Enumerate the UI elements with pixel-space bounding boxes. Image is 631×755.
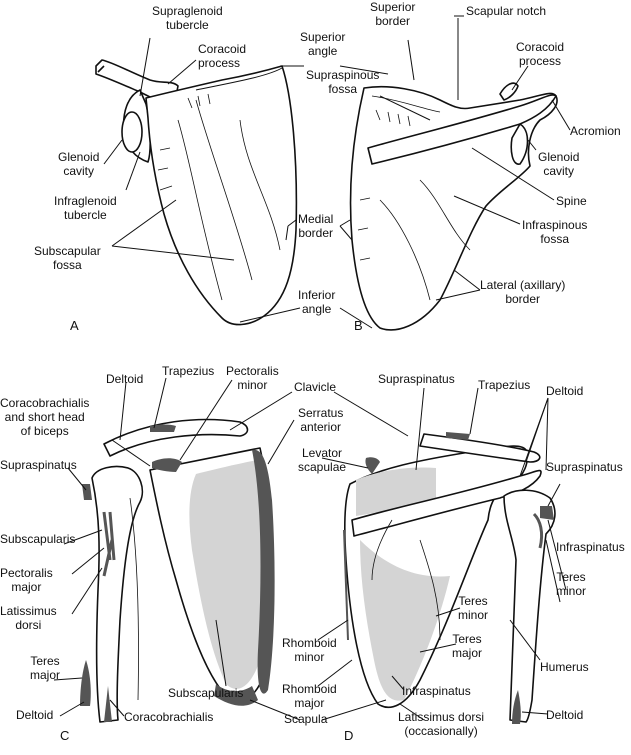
panel-label-b: B [354,318,363,333]
panel-label-d: D [344,728,354,743]
label-glenoid-cavity-a: Glenoid cavity [58,150,100,178]
label-pectoralis-minor: Pectoralis minor [226,364,279,392]
label-pectoralis-major: Pectoralis major [0,566,53,594]
label-infraglenoid-tubercle: Infraglenoid tubercle [54,194,117,222]
label-scapula: Scapula [284,712,328,726]
label-latissimus-dorsi-c: Latissimus dorsi [0,604,57,632]
label-coracoid-process-a: Coracoid process [198,42,247,70]
label-teres-minor-d-right: Teres minor [556,570,587,598]
panel-d-scapula-drawing [343,432,556,724]
label-superior-border: Superior border [370,0,416,28]
label-inferior-angle: Inferior angle [298,288,336,316]
label-infraspinatus-d: Infraspinatus [402,684,471,698]
label-coracobrachialis: Coracobrachialis [124,710,214,724]
label-coracobrachialis-short-head-biceps: Coracobrachialis and short head of bicep… [0,396,90,438]
label-superior-angle: Superior angle [300,30,346,58]
label-supraspinatus-c: Supraspinatus [0,458,77,472]
label-teres-major-c: Teres major [30,654,61,682]
label-acromion: Acromion [570,124,621,138]
label-supraspinatus-d-top: Supraspinatus [378,372,455,386]
label-subscapularis-c: Subscapularis [168,686,244,700]
panel-c-scapula-drawing [80,418,275,723]
panel-label-c: C [60,728,70,743]
label-supraspinatus-d-right: Supraspinatus [546,460,623,474]
label-supraspinous-fossa: Supraspinous fossa [306,68,380,96]
label-teres-minor-d-mid: Teres minor [458,594,489,622]
label-rhomboid-minor: Rhomboid minor [282,636,337,664]
label-supraglenoid-tubercle: Supraglenoid tubercle [152,4,223,32]
label-scapular-notch: Scapular notch [466,4,547,18]
label-subscapular-fossa: Subscapular fossa [34,244,101,272]
label-deltoid-d-top: Deltoid [546,384,584,398]
label-deltoid-d-bottom: Deltoid [546,708,584,722]
leader-lines [53,15,571,721]
label-humerus: Humerus [540,660,589,674]
label-medial-border: Medial border [298,212,334,240]
label-infraspinatus-d-right: Infraspinatus [556,540,625,554]
label-deltoid-c-bottom: Deltoid [16,708,54,722]
label-trapezius-d: Trapezius [478,378,531,392]
label-lateral-axillary-border: Lateral (axillary) border [480,278,566,306]
panel-label-a: A [70,318,79,333]
label-levator-scapulae: Levator scapulae [298,446,347,474]
label-teres-major-d: Teres major [452,632,483,660]
label-glenoid-cavity-b: Glenoid cavity [538,150,580,178]
panel-a-scapula-drawing [95,59,298,326]
label-rhomboid-major: Rhomboid major [282,682,337,710]
label-clavicle: Clavicle [294,380,337,394]
label-spine: Spine [556,194,587,208]
label-coracoid-process-b: Coracoid process [516,40,565,68]
panel-b-scapula-drawing [349,82,558,331]
label-subscapularis-c-left: Subscapularis [0,532,76,546]
label-serratus-anterior: Serratus anterior [298,406,344,434]
label-deltoid-c-top: Deltoid [106,372,144,386]
label-latissimus-dorsi-occasionally: Latissimus dorsi (occasionally) [398,710,485,738]
label-trapezius-c: Trapezius [162,364,215,378]
label-infraspinous-fossa: Infraspinous fossa [522,218,588,246]
